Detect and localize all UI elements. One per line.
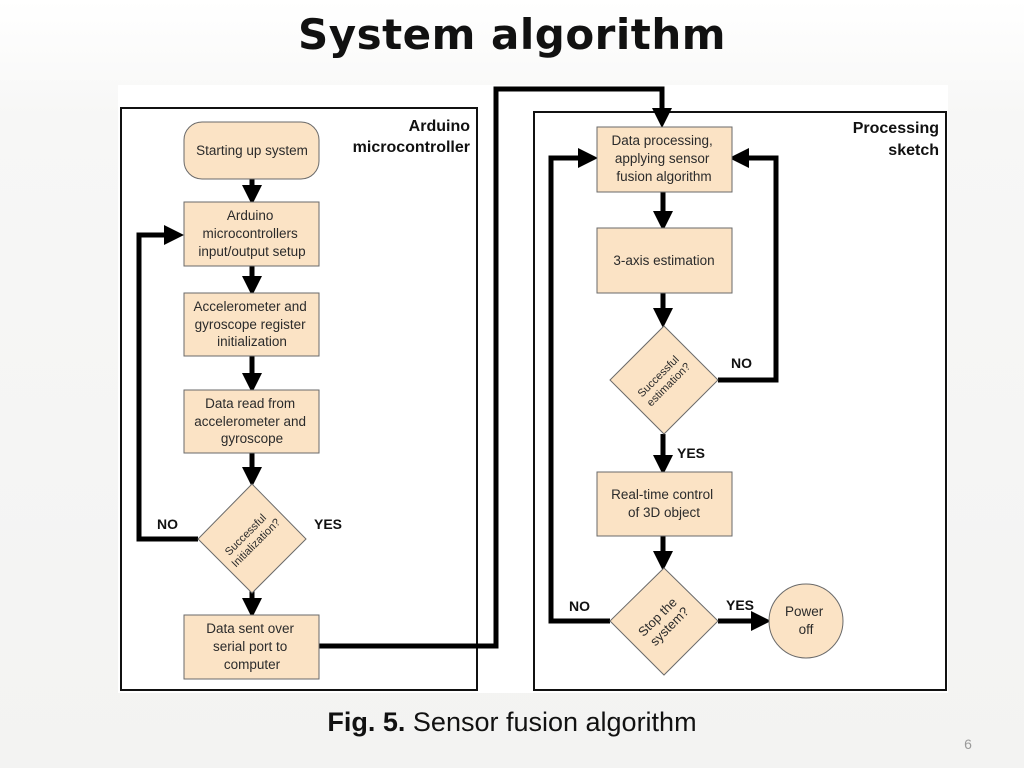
node-data-sent [183,614,320,680]
connector-init-no-loop [136,225,198,542]
node-realtime-control-text: Real-time control of 3D object [611,487,717,520]
node-axis-estimation [596,227,733,294]
node-stop-check [609,567,719,676]
arduino-connectors [136,86,672,649]
node-estimation-check [609,325,719,435]
node-axis-estimation-text: 3-axis estimation [613,253,714,268]
node-register-init [183,292,320,357]
arduino-panel-label-line1: Arduino [409,118,471,135]
node-init-check [197,483,307,594]
processing-panel [533,111,947,691]
node-power-off [768,583,844,659]
stop-no-label: NO [569,598,590,614]
slide-title: System algorithm [297,10,727,59]
init-yes-label: YES [314,516,342,532]
connector-estimation-no-loop [718,148,779,383]
estimation-yes-label: YES [677,445,705,461]
node-start-text: Starting up system [196,143,308,158]
node-data-processing [596,126,733,193]
node-power-off-text: Power off [785,604,827,637]
node-register-init-text: Accelerometer and gyroscope register ini… [193,299,310,349]
processing-panel-label-line2: sketch [888,142,939,159]
node-io-setup [183,201,320,267]
node-data-read [183,389,320,454]
caption-figure-number: Fig. 5. [327,707,406,737]
node-io-setup-text: Arduino microcontrollers input/output se… [198,208,305,259]
arduino-panel-label-line2: microcontroller [353,139,470,156]
figure-caption: Fig. 5. Sensor fusion algorithm [0,707,1024,738]
processing-connectors [548,148,779,631]
node-data-read-text: Data read from accelerometer and gyrosco… [194,396,310,446]
node-data-processing-text: Data processing, applying sensor fusion … [611,133,716,184]
node-start [183,121,320,180]
init-no-label: NO [157,516,178,532]
caption-text: Sensor fusion algorithm [405,707,697,737]
connector-stop-no-loop [548,148,610,624]
arduino-panel [120,107,478,691]
connector-serial-to-processing [319,86,672,649]
page-number: 6 [964,736,972,752]
estimation-no-label: NO [731,355,752,371]
stop-yes-label: YES [726,597,754,613]
processing-panel-label-line1: Processing [853,120,939,137]
node-realtime-control [596,471,733,537]
node-data-sent-text: Data sent over serial port to computer [206,621,298,672]
